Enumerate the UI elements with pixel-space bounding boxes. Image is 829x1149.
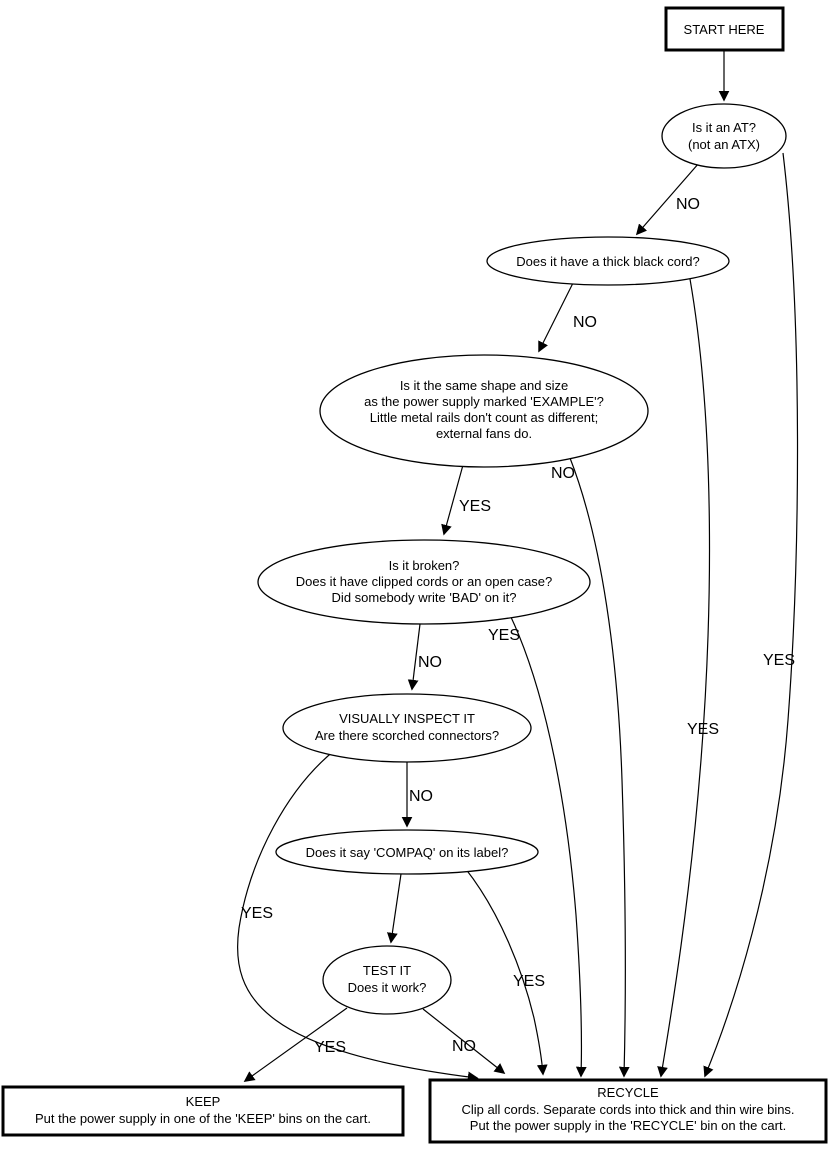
edge-label-test-yes: YES xyxy=(314,1039,346,1056)
node-same-shape-line4: external fans do. xyxy=(436,426,532,441)
edge-test-no xyxy=(422,1008,506,1075)
edge-label-shape-no: NO xyxy=(551,465,575,482)
node-test-it-line1: TEST IT xyxy=(363,963,411,978)
node-test-it xyxy=(322,945,452,1015)
edge-label-broken-yes: YES xyxy=(488,627,520,644)
edge-at-yes xyxy=(703,152,799,1078)
node-is-it-broken xyxy=(257,539,591,625)
edge-label-inspect-yes: YES xyxy=(241,905,273,922)
keep-node-line1: KEEP xyxy=(186,1094,221,1109)
node-same-shape-line2: as the power supply marked 'EXAMPLE'? xyxy=(364,394,604,409)
start-node xyxy=(664,6,785,52)
edge-cord-no xyxy=(538,282,574,353)
edge-label-cord-yes: YES xyxy=(687,721,719,738)
node-is-it-broken-line2: Does it have clipped cords or an open ca… xyxy=(296,574,553,589)
edge-label-shape-yes: YES xyxy=(459,498,491,515)
node-test-it-line2: Does it work? xyxy=(348,980,427,995)
keep-node xyxy=(1,1085,405,1137)
edge-cord-yes xyxy=(657,278,711,1078)
edge-test-yes xyxy=(243,1007,348,1082)
node-compaq-label-line1: Does it say 'COMPAQ' on its label? xyxy=(306,845,509,860)
edge-label-inspect-no: NO xyxy=(409,788,433,805)
edge-label-cord-no: NO xyxy=(573,314,597,331)
edge-at-no xyxy=(635,162,700,236)
edge-label-at-no: NO xyxy=(676,196,700,213)
node-is-it-broken-line3: Did somebody write 'BAD' on it? xyxy=(332,590,517,605)
edge-shape-yes xyxy=(441,464,464,536)
recycle-node xyxy=(428,1078,828,1144)
edge-compaq-yes xyxy=(464,867,548,1076)
edge-broken-yes xyxy=(509,614,587,1078)
edge-compaq-to-test xyxy=(386,873,402,944)
node-visually-inspect-line2: Are there scorched connectors? xyxy=(315,728,499,743)
edge-shape-no xyxy=(569,457,630,1078)
node-visually-inspect-line1: VISUALLY INSPECT IT xyxy=(339,711,475,726)
edge-broken-no xyxy=(407,623,421,691)
node-is-it-broken-line1: Is it broken? xyxy=(389,558,460,573)
node-visually-inspect xyxy=(282,693,532,763)
node-is-it-an-at-line2: (not an ATX) xyxy=(688,137,760,152)
edge-inspect-yes xyxy=(237,749,479,1083)
node-same-shape-line3: Little metal rails don't count as differ… xyxy=(370,410,598,425)
node-compaq-label xyxy=(275,829,539,875)
node-same-shape-line1: Is it the same shape and size xyxy=(400,378,568,393)
recycle-node-line1: RECYCLE xyxy=(597,1085,659,1100)
node-is-it-an-at-line1: Is it an AT? xyxy=(692,120,756,135)
edge-label-broken-no: NO xyxy=(418,654,442,671)
node-thick-black-cord xyxy=(486,236,730,286)
node-is-it-an-at xyxy=(661,103,787,169)
edge-label-test-no: NO xyxy=(452,1038,476,1055)
node-thick-black-cord-line1: Does it have a thick black cord? xyxy=(516,254,700,269)
keep-node-line2: Put the power supply in one of the 'KEEP… xyxy=(35,1111,371,1126)
edge-label-at-yes: YES xyxy=(763,652,795,669)
node-same-shape xyxy=(319,354,649,468)
recycle-node-line3: Put the power supply in the 'RECYCLE' bi… xyxy=(470,1118,786,1133)
recycle-node-line2: Clip all cords. Separate cords into thic… xyxy=(461,1102,794,1117)
edge-label-compaq-yes: YES xyxy=(513,973,545,990)
start-node-label: START HERE xyxy=(684,22,765,37)
